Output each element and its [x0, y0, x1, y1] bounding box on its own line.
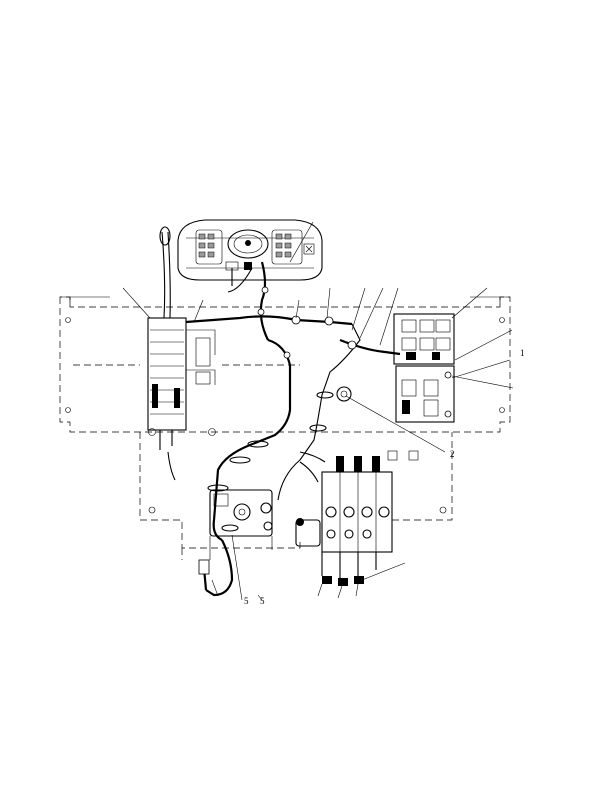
relay-box — [393, 313, 455, 423]
instrument-panel — [177, 219, 323, 281]
leader-lines — [122, 221, 514, 601]
control-lever-assembly — [147, 226, 216, 481]
control-valve-bank — [295, 451, 393, 599]
callout-label-2: 2 — [450, 449, 455, 459]
dash-harness — [185, 315, 401, 597]
callout-label-1: 1 — [520, 348, 525, 358]
floor-plate-outline — [59, 296, 511, 560]
callout-label-5a: 5 — [244, 596, 249, 606]
callout-label-5b: 5 — [260, 596, 265, 606]
pump-housing — [209, 489, 273, 560]
panel-harness — [227, 261, 269, 341]
callout-labels: 1 2 5 5 — [244, 348, 525, 606]
